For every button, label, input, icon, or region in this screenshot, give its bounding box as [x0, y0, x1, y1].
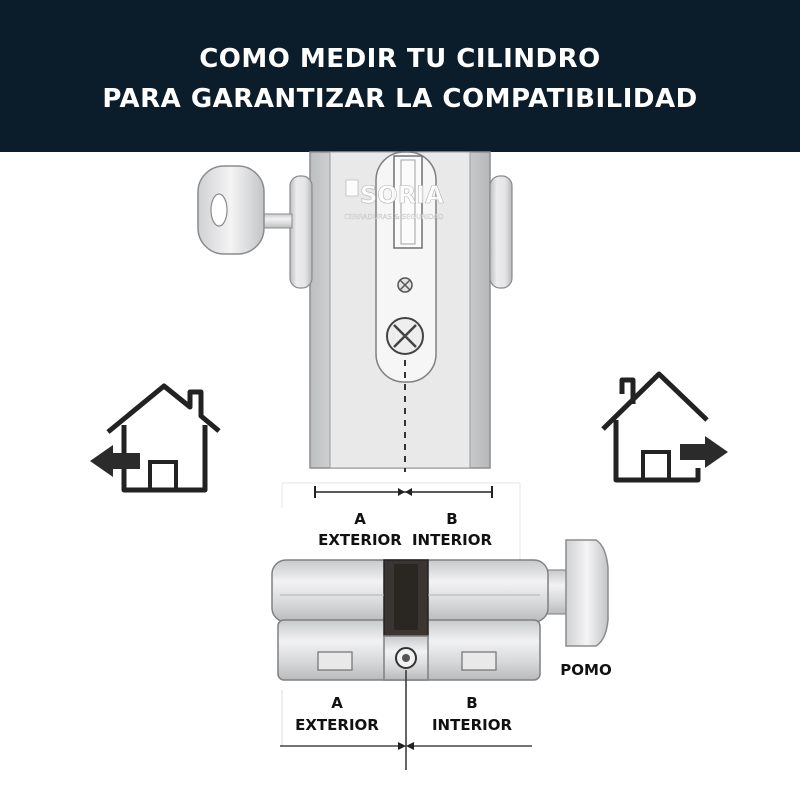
- house-exit-right-icon: [590, 326, 746, 516]
- euro-cylinder: [271, 539, 609, 770]
- knob-pomo-icon: [565, 539, 609, 647]
- cylinder-face-icon: [386, 317, 424, 355]
- top-label-a: A: [354, 510, 366, 528]
- top-label-interior: INTERIOR: [411, 531, 493, 549]
- bottom-label-b: B: [466, 694, 478, 712]
- bottom-label-exterior: EXTERIOR: [295, 716, 379, 734]
- door-lock-assembly: SORIA CERRADURAS & SEGURIDAD: [197, 151, 513, 472]
- title-line-1: COMO MEDIR TU CILINDRO: [199, 44, 601, 74]
- title-line-2: PARA GARANTIZAR LA COMPATIBILIDAD: [102, 84, 698, 114]
- title-banner: COMO MEDIR TU CILINDRO PARA GARANTIZAR L…: [0, 0, 800, 152]
- house-exit-left-icon: [74, 338, 228, 528]
- soria-logo: SORIA CERRADURAS & SEGURIDAD: [344, 179, 444, 221]
- bottom-measure-guide: [280, 690, 532, 750]
- key-icon: [197, 165, 265, 255]
- top-label-b: B: [446, 510, 458, 528]
- top-measure-guide: [281, 482, 521, 560]
- top-label-exterior: EXTERIOR: [318, 531, 402, 549]
- bottom-label-interior: INTERIOR: [431, 716, 513, 734]
- svg-text:SORIA: SORIA: [360, 181, 444, 209]
- svg-text:CERRADURAS & SEGURIDAD: CERRADURAS & SEGURIDAD: [344, 213, 444, 221]
- screw-small-icon: [397, 277, 413, 293]
- pomo-label: POMO: [560, 661, 612, 679]
- bottom-label-a: A: [331, 694, 343, 712]
